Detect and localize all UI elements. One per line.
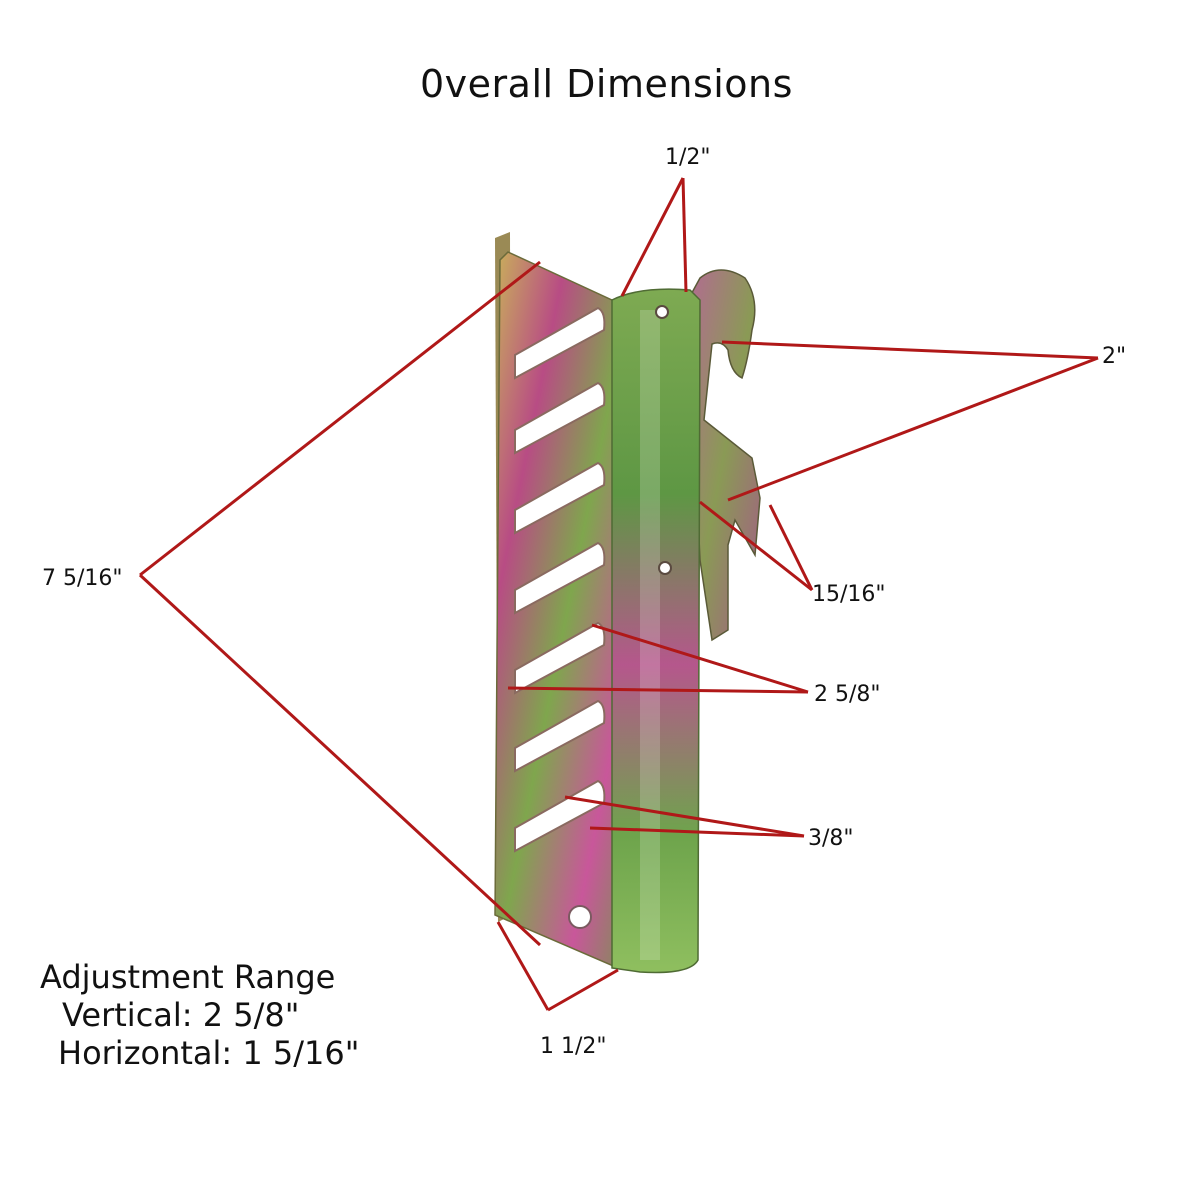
bracket-middle-hole xyxy=(658,561,672,575)
adjustment-range-title: Adjustment Range xyxy=(40,958,336,996)
adjustment-vertical: Vertical: 2 5/8" xyxy=(62,996,300,1034)
leader-lines xyxy=(138,177,1099,1012)
bracket-channel xyxy=(611,288,701,974)
bracket-top-hole xyxy=(655,305,669,319)
dimension-hook-height: 2" xyxy=(1102,344,1127,369)
diagram-title: 0verall Dimensions xyxy=(420,62,793,106)
bracket-bottom-hole xyxy=(568,905,592,929)
dimension-top-flange: 1/2" xyxy=(665,145,711,170)
dimension-overall-height: 7 5/16" xyxy=(42,566,123,591)
dimension-hook-depth: 15/16" xyxy=(812,582,886,607)
adjustment-horizontal: Horizontal: 1 5/16" xyxy=(58,1034,360,1072)
dimension-slot-width: 3/8" xyxy=(808,826,854,851)
dimension-width: 1 1/2" xyxy=(540,1034,607,1059)
dimension-slot-spacing: 2 5/8" xyxy=(814,682,881,707)
bracket-hook xyxy=(687,269,761,642)
bracket-slots xyxy=(514,306,606,853)
